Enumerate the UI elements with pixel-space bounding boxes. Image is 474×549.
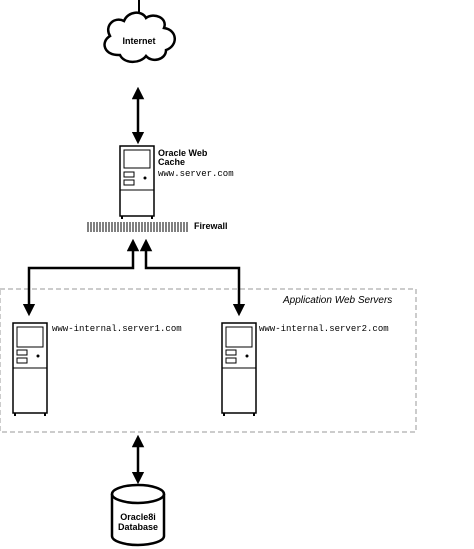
- app-server-1-host: www-internal.server1.com: [52, 324, 182, 334]
- web-cache-title-line2: Cache: [158, 157, 185, 167]
- cache-to-server2-arrow: [139, 238, 246, 317]
- firewall-icon: [87, 222, 188, 232]
- app-server-2-icon: [221, 322, 257, 416]
- database-label-line1: Oracle8i: [120, 512, 156, 522]
- internet-cloud-icon: Internet: [103, 11, 176, 64]
- database-icon: [110, 483, 166, 547]
- web-cache-host: www.server.com: [158, 169, 234, 179]
- app-server-1-icon: [12, 322, 48, 416]
- web-cache-server-icon: [119, 145, 155, 219]
- app-server-2-host: www-internal.server2.com: [259, 324, 389, 334]
- internet-label: Internet: [122, 36, 155, 46]
- cache-to-server1-arrow: [22, 238, 140, 317]
- app-servers-group-label: Application Web Servers: [282, 295, 392, 306]
- firewall-label: Firewall: [194, 221, 228, 231]
- web-cache-title-line1: Oracle Web: [158, 148, 208, 158]
- app-servers-group-box: [0, 288, 417, 433]
- database-label-line2: Database: [118, 522, 158, 532]
